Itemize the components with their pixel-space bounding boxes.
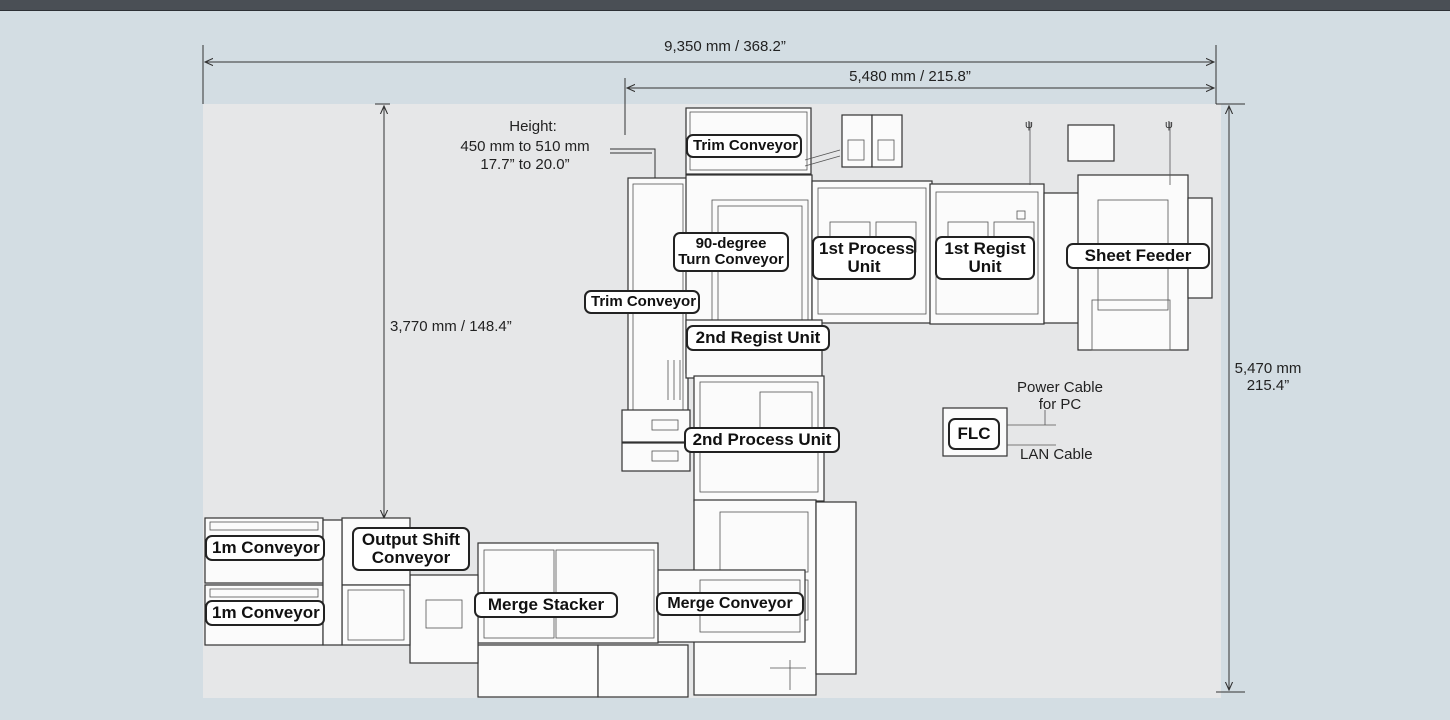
- flc-label: FLC: [948, 418, 1000, 450]
- conveyor-1m-top-label: 1m Conveyor: [205, 535, 325, 561]
- conveyor-1m-bottom-label: 1m Conveyor: [205, 600, 325, 626]
- height-title: Height:: [509, 118, 557, 135]
- height-mm: 450 mm to 510 mm: [460, 138, 590, 155]
- merge-stacker-label: Merge Stacker: [474, 592, 618, 618]
- total-depth-mm: 5,470 mm: [1234, 360, 1302, 377]
- right-width-dimension: 5,480 mm / 215.8”: [849, 68, 971, 85]
- total-depth-in: 215.4”: [1246, 377, 1290, 394]
- power-cable-line2: for PC: [1038, 396, 1082, 413]
- height-in: 17.7” to 20.0”: [480, 156, 570, 173]
- regist-unit-2-label: 2nd Regist Unit: [686, 325, 830, 351]
- sheet-feeder-label: Sheet Feeder: [1066, 243, 1210, 269]
- lan-cable-label: LAN Cable: [1020, 446, 1093, 463]
- total-width-dimension: 9,350 mm / 368.2”: [664, 38, 786, 55]
- title-bar: [0, 0, 1450, 11]
- left-depth-dimension: 3,770 mm / 148.4”: [387, 318, 515, 335]
- trim-conveyor-left-label: Trim Conveyor: [584, 290, 700, 314]
- merge-conveyor-label: Merge Conveyor: [656, 592, 804, 616]
- dimension-lines: [202, 45, 1245, 693]
- power-cable-line1: Power Cable: [1017, 379, 1103, 396]
- svg-text:ψ: ψ: [1025, 119, 1033, 131]
- trim-conveyor-top-label: Trim Conveyor: [686, 134, 802, 158]
- svg-text:ψ: ψ: [1165, 119, 1173, 131]
- process-unit-2-label: 2nd Process Unit: [684, 427, 840, 453]
